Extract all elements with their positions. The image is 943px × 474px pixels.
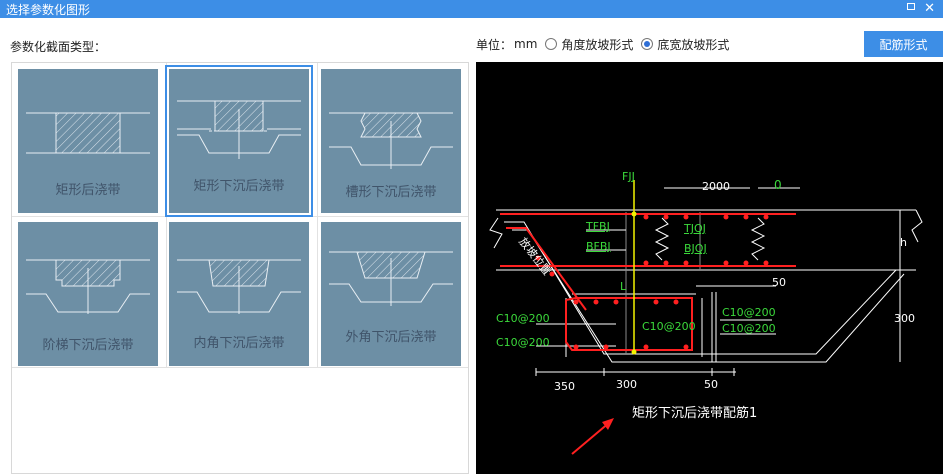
radio-bottom-width-slope-label[interactable]: 底宽放坡形式 (657, 37, 730, 52)
unit-value: mm (514, 37, 538, 51)
shape-tile-label: 矩形下沉后浇带 (193, 179, 285, 194)
maximize-icon[interactable] (907, 3, 915, 10)
radio-angle-slope[interactable] (545, 38, 558, 50)
dim-bottom-50: 50 (704, 378, 718, 391)
label-rebar-1: C10@200 (496, 312, 550, 325)
rect-band-icon (26, 112, 150, 154)
label-tjqj: TJQJ (684, 222, 706, 235)
title-bar: 选择参数化图形 ✕ (0, 0, 943, 18)
dim-right-300: 300 (894, 312, 915, 325)
groove-sunken-band-icon (329, 112, 453, 169)
label-fjj: FJJ (622, 170, 635, 183)
rebar-form-button[interactable]: 配筋形式 (864, 31, 943, 57)
radio-bottom-width-slope[interactable] (641, 38, 654, 50)
rect-sunken-band-icon (177, 100, 301, 159)
grid-divider (317, 63, 318, 367)
window-title: 选择参数化图形 (6, 3, 91, 17)
label-l: L (620, 280, 627, 293)
shape-tile-label: 内角下沉后浇带 (193, 336, 285, 351)
shape-tile-label: 阶梯下沉后浇带 (42, 338, 134, 353)
shape-tile-rect-sunken[interactable]: 矩形下沉后浇带 (165, 65, 313, 217)
rebar-section-drawing (489, 180, 923, 455)
label-tfbj: TFBJ (586, 220, 610, 233)
close-icon[interactable]: ✕ (924, 1, 935, 16)
radio-angle-slope-label[interactable]: 角度放坡形式 (561, 37, 634, 52)
label-h: h (900, 236, 907, 249)
label-rebar-5: C10@200 (722, 322, 776, 335)
dim-right-50: 50 (772, 276, 786, 289)
shape-tile-groove-sunken[interactable]: 槽形下沉后浇带 (321, 69, 461, 213)
grid-divider (12, 216, 468, 217)
dim-bottom-300: 300 (616, 378, 637, 391)
unit-row: 单位： mm 角度放坡形式 底宽放坡形式 (476, 35, 729, 53)
section-type-label: 参数化截面类型： (10, 40, 107, 54)
shape-tile-outer-corner-sunken[interactable]: 外角下沉后浇带 (321, 222, 461, 366)
label-bjqj: BJQJ (684, 242, 707, 255)
shape-tile-inner-corner-sunken[interactable]: 内角下沉后浇带 (169, 222, 309, 366)
outer-corner-sunken-band-icon (329, 251, 453, 306)
drawing-title: 矩形下沉后浇带配筋1 (632, 406, 758, 421)
dim-top-zero: 0 (774, 178, 782, 192)
label-rebar-2: C10@200 (496, 336, 550, 349)
shape-tile-step-sunken[interactable]: 阶梯下沉后浇带 (18, 222, 158, 366)
grid-divider (166, 63, 167, 367)
label-rebar-4: C10@200 (722, 306, 776, 319)
label-bfbj: BFBJ (586, 240, 611, 253)
grid-divider (12, 367, 468, 368)
shape-tile-label: 外角下沉后浇带 (345, 330, 437, 345)
shape-list-panel: 矩形后浇带 矩形下沉后浇带 槽形下沉后浇带 (11, 62, 469, 474)
shape-tile-label: 槽形下沉后浇带 (345, 185, 437, 200)
inner-corner-sunken-band-icon (177, 259, 301, 314)
unit-label: 单位： (476, 37, 513, 52)
shape-tile-rect[interactable]: 矩形后浇带 (18, 69, 158, 213)
shape-tile-label: 矩形后浇带 (55, 183, 121, 198)
step-sunken-band-icon (26, 259, 150, 314)
dim-bottom-350: 350 (554, 380, 575, 393)
dim-top-width: 2000 (702, 180, 730, 193)
section-preview-canvas: FJJ TFBJ BFBJ TJQJ BJQJ 放坡位置 L h C10@200… (476, 62, 943, 474)
label-rebar-3: C10@200 (642, 320, 696, 333)
